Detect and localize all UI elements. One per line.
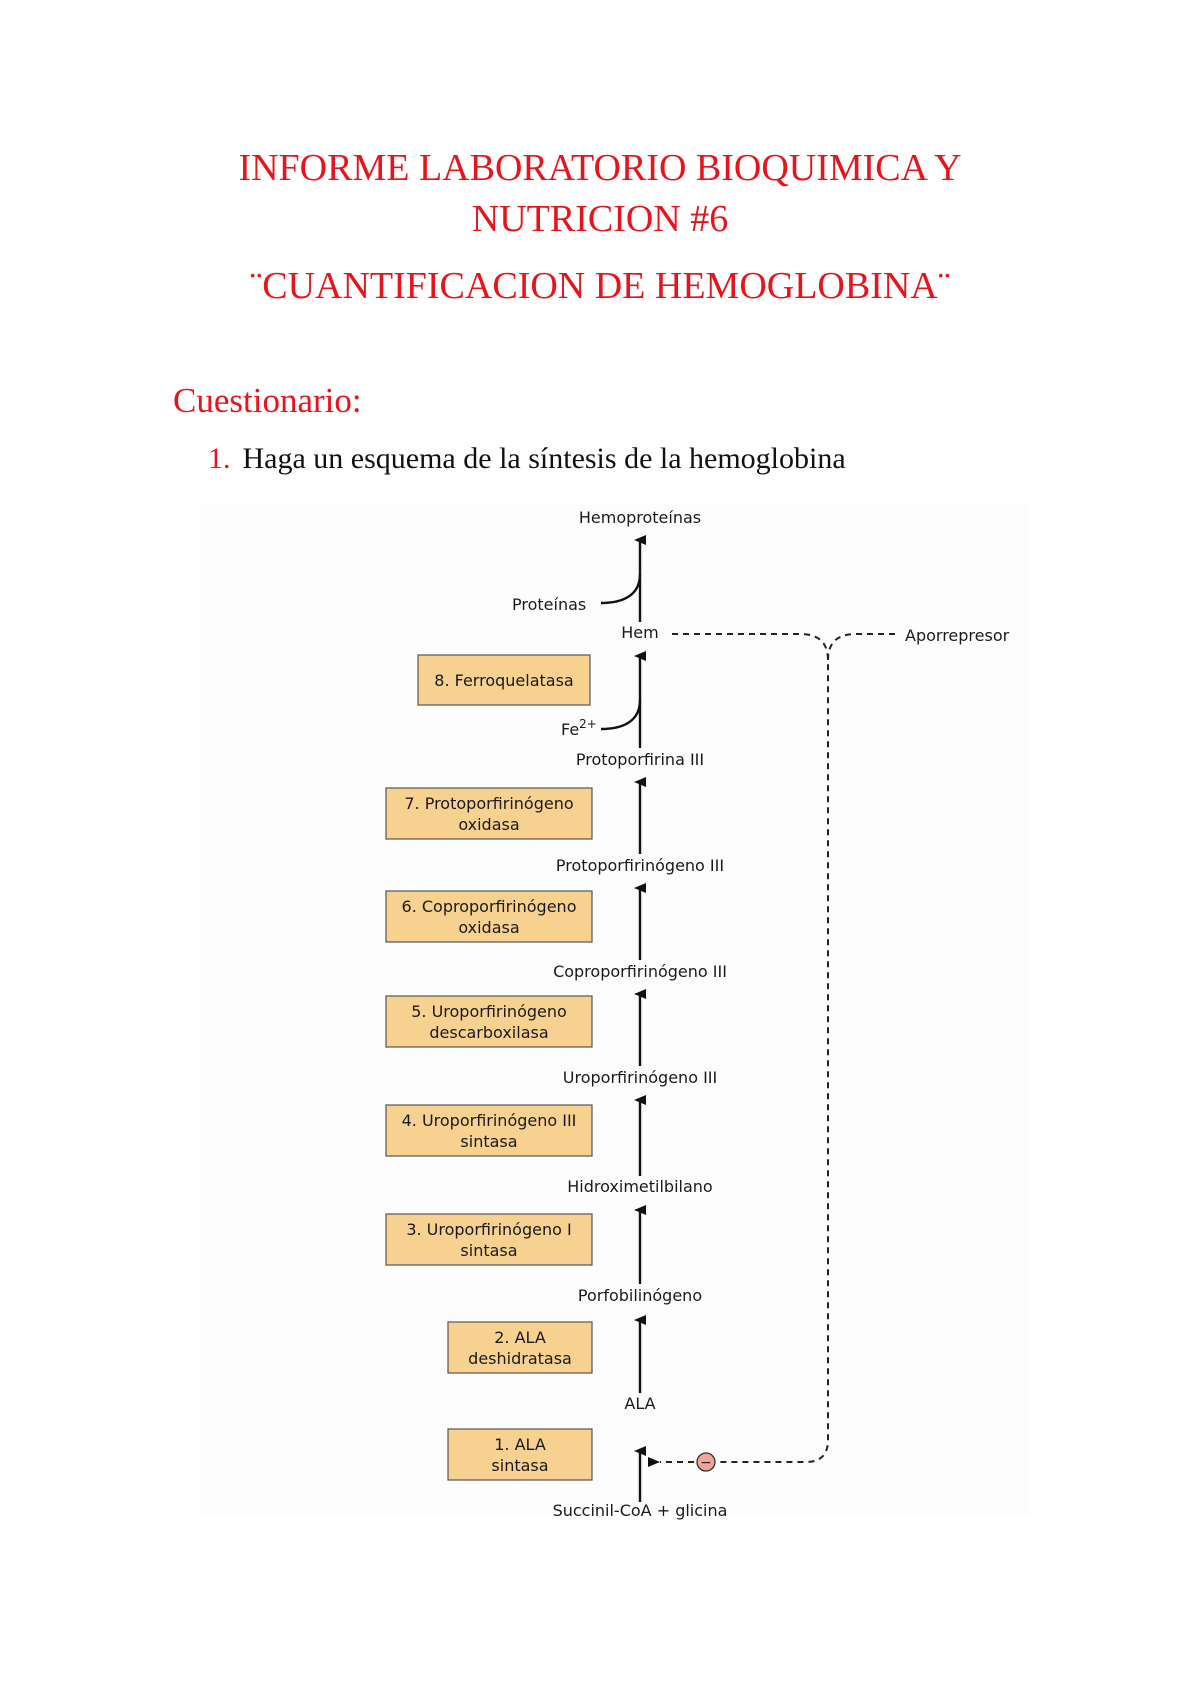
question-number: 1. <box>208 442 231 475</box>
enzyme-6-coproporfirinogeno-oxidasa: 6. Coproporfirinógeno oxidasa <box>385 890 593 943</box>
question-text: Haga un esquema de la síntesis de la hem… <box>242 442 846 475</box>
enzyme-8-ferroquelatasa: 8. Ferroquelatasa <box>417 654 591 706</box>
enzyme-7-label-line1: 7. Protoporfirinógeno <box>404 794 573 813</box>
enzyme-6-label-line1: 6. Coproporfirinógeno <box>402 897 577 916</box>
question-1: 1. Haga un esquema de la síntesis de la h… <box>208 442 846 476</box>
enzyme-2-label-line1: 2. ALA <box>494 1328 546 1347</box>
inhibition-sign: − <box>700 1455 712 1471</box>
cofactor-proteinas: Proteínas <box>512 595 586 614</box>
document-title-line-1: INFORME LABORATORIO BIOQUIMICA Y <box>238 147 962 189</box>
metabolite-uroporfirinogeno-iii: Uroporfirinógeno III <box>563 1068 717 1087</box>
document-title-line-2: NUTRICION #6 <box>471 198 729 240</box>
metabolite-ala: ALA <box>624 1394 655 1413</box>
metabolite-hem: Hem <box>621 623 658 642</box>
feedback-dashed-line <box>672 633 829 1463</box>
enzyme-2-ala-deshidratasa: 2. ALA deshidratasa <box>447 1321 593 1374</box>
enzyme-1-label-line1: 1. ALA <box>494 1435 546 1454</box>
iron-symbol: Fe <box>561 720 579 739</box>
fe-join-curve <box>600 699 642 731</box>
metabolite-protoporfirinogeno-iii: Protoporfirinógeno III <box>556 856 724 875</box>
inhibition-icon <box>696 1452 716 1472</box>
iron-charge: 2+ <box>579 717 597 731</box>
enzyme-6-label-line2: oxidasa <box>458 918 519 937</box>
enzyme-4-label-line1: 4. Uroporfirinógeno III <box>402 1111 577 1130</box>
metabolite-protoporfirina-iii: Protoporfirina III <box>576 750 704 769</box>
enzyme-3-uroporfirinogeno-i-sintasa: 3. Uroporfirinógeno I sintasa <box>385 1213 593 1266</box>
enzyme-3-label-line1: 3. Uroporfirinógeno I <box>406 1220 571 1239</box>
section-heading: Cuestionario: <box>173 381 362 420</box>
enzyme-4-label-line2: sintasa <box>460 1132 517 1151</box>
metabolite-hemoproteinas: Hemoproteínas <box>579 508 701 527</box>
cofactor-iron: Fe2+ <box>561 717 597 739</box>
metabolite-succinil-coa-glicina: Succinil-CoA + glicina <box>553 1501 728 1520</box>
enzyme-7-label-line2: oxidasa <box>458 815 519 834</box>
metabolite-coproporfirinogeno-iii: Coproporfirinógeno III <box>553 962 727 981</box>
enzyme-5-label-line1: 5. Uroporfirinógeno <box>411 1002 567 1021</box>
proteins-join-curve <box>600 573 642 605</box>
document-subtitle: ¨CUANTIFICACION DE HEMOGLOBINA¨ <box>249 265 951 307</box>
enzyme-1-ala-sintasa: 1. ALA sintasa <box>447 1428 593 1481</box>
enzyme-5-label-line2: descarboxilasa <box>429 1023 548 1042</box>
enzyme-4-uroporfirinogeno-iii-sintasa: 4. Uroporfirinógeno III sintasa <box>385 1104 593 1157</box>
enzyme-7-protoporfirinogeno-oxidasa: 7. Protoporfirinógeno oxidasa <box>385 787 593 840</box>
metabolite-porfobilinogeno: Porfobilinógeno <box>578 1286 702 1305</box>
enzyme-8-label: 8. Ferroquelatasa <box>434 671 573 690</box>
aporrepresor-dashed-line <box>827 633 895 661</box>
metabolite-hidroximetilbilano: Hidroximetilbilano <box>567 1177 712 1196</box>
regulator-aporrepresor: Aporrepresor <box>905 626 1010 645</box>
enzyme-5-uroporfirinogeno-descarboxilasa: 5. Uroporfirinógeno descarboxilasa <box>385 995 593 1048</box>
enzyme-2-label-line2: deshidratasa <box>468 1349 572 1368</box>
diagram-background <box>200 505 1030 1515</box>
enzyme-3-label-line2: sintasa <box>460 1241 517 1260</box>
enzyme-1-label-line2: sintasa <box>491 1456 548 1475</box>
